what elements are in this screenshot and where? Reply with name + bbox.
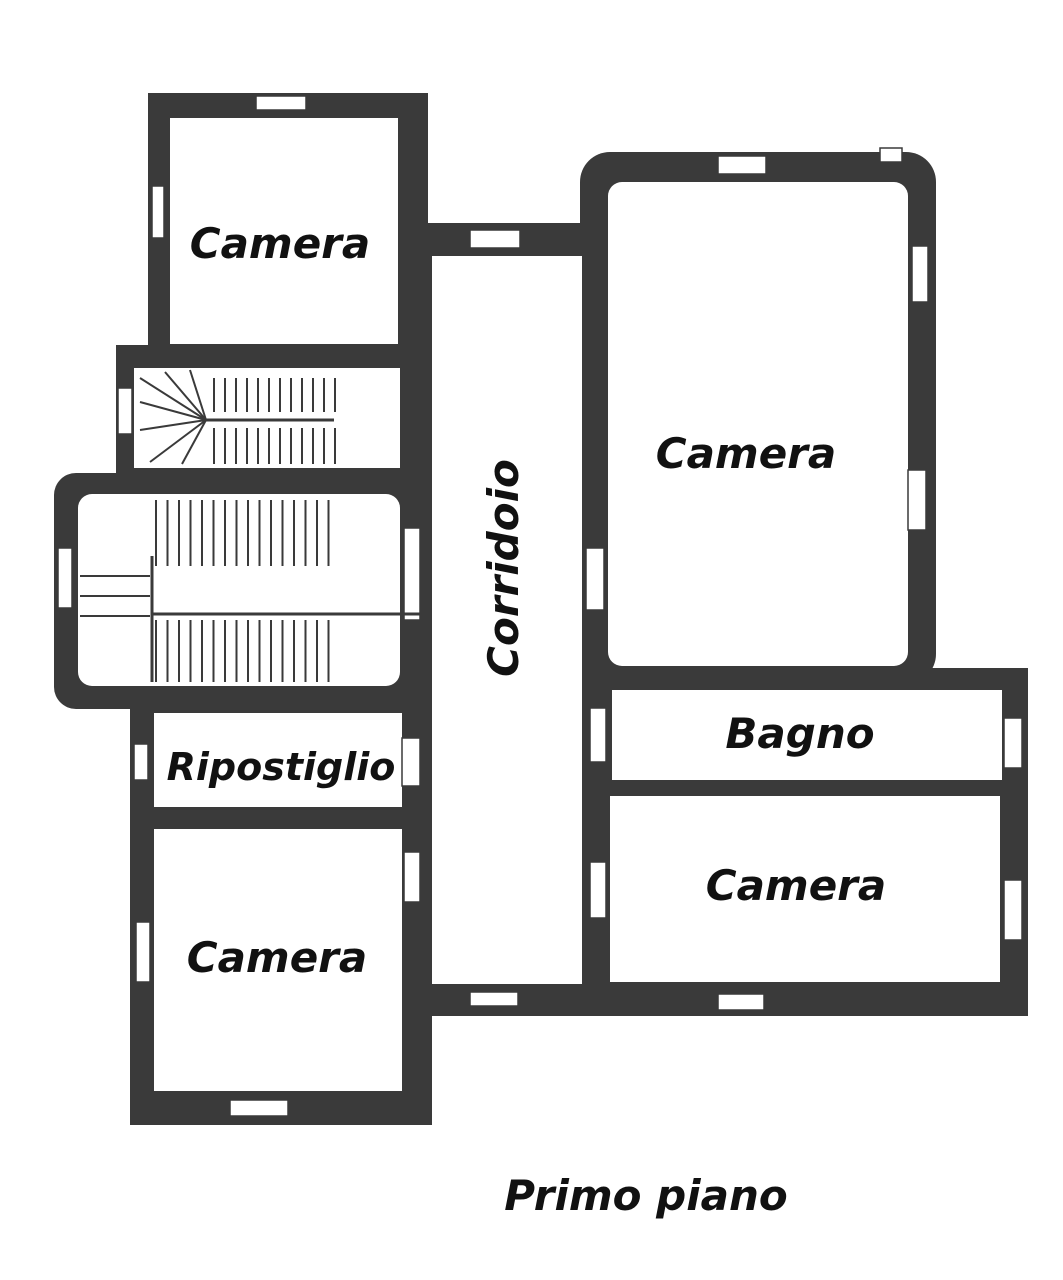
floors	[78, 118, 1002, 1091]
floor-stairs-upper	[134, 368, 400, 468]
stair-winder	[139, 377, 207, 421]
window	[403, 527, 421, 621]
window	[585, 547, 605, 611]
floor-stairs-lower	[78, 494, 400, 686]
room-label-camera-top-left: Camera	[190, 219, 370, 268]
window	[133, 743, 149, 781]
window	[401, 737, 421, 787]
window	[589, 707, 607, 763]
stair-winder	[139, 419, 207, 431]
windows	[57, 95, 1023, 1117]
staircase	[80, 369, 420, 682]
room-label-camera-right-large: Camera	[656, 429, 836, 478]
window	[589, 861, 607, 919]
floor-camera-top-left	[170, 118, 398, 344]
window	[879, 147, 903, 163]
stair-winder	[149, 419, 207, 463]
room-label-camera-right-bottom: Camera	[706, 861, 886, 910]
floor-bagno	[612, 690, 1002, 780]
window	[1003, 717, 1023, 769]
window	[229, 1099, 289, 1117]
room-labels: Camera Camera Corridoio Bagno Camera Rip…	[167, 219, 887, 982]
window	[717, 993, 765, 1011]
window	[1003, 879, 1023, 941]
window	[403, 851, 421, 903]
floor-camera-right	[608, 182, 908, 666]
stair-winder	[164, 371, 207, 421]
window	[911, 245, 929, 303]
room-label-bagno: Bagno	[725, 709, 874, 758]
window	[57, 547, 73, 609]
floor-corridor	[432, 256, 582, 984]
window	[255, 95, 307, 111]
room-label-corridoio: Corridoio	[479, 459, 528, 677]
floor-camera-right-bottom	[610, 796, 1000, 982]
room-label-camera-bottom-left: Camera	[187, 933, 367, 982]
floor-camera-bottom-left	[154, 829, 402, 1091]
window	[469, 991, 519, 1007]
window	[117, 387, 133, 435]
window	[151, 185, 165, 239]
window	[469, 229, 521, 249]
window	[907, 469, 927, 531]
stair-winder	[189, 369, 207, 421]
floor-ripostiglio	[154, 713, 402, 807]
stair-winder	[181, 419, 207, 465]
room-label-ripostiglio: Ripostiglio	[167, 745, 396, 789]
window	[135, 921, 151, 983]
window	[717, 155, 767, 175]
stair-winder	[139, 401, 207, 421]
plan-caption: Primo piano	[504, 1171, 787, 1220]
